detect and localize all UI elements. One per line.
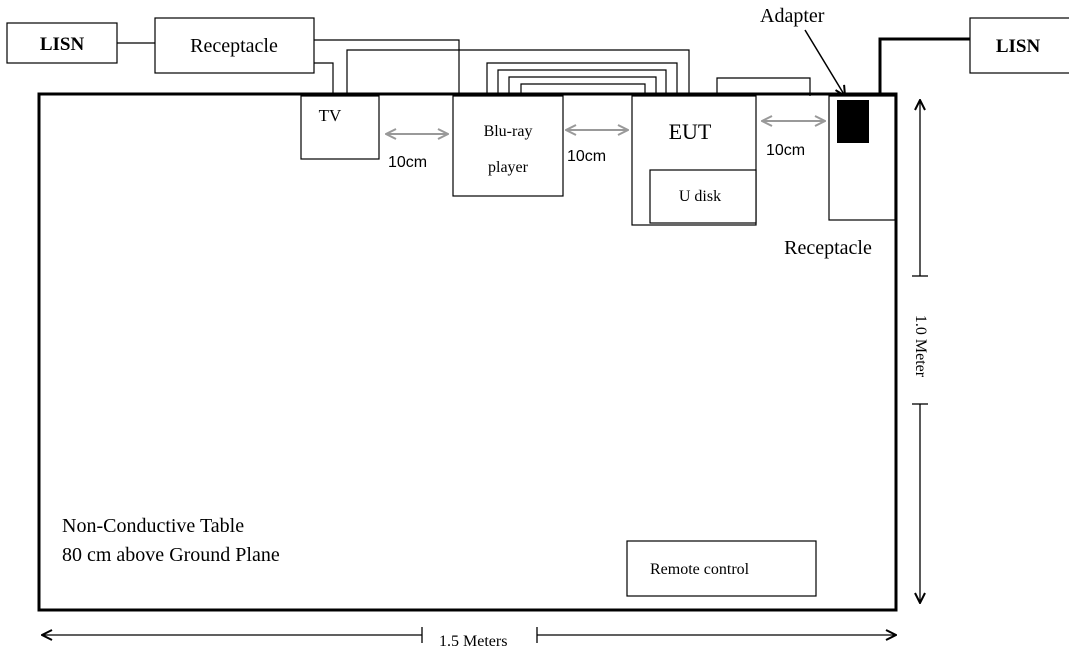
receptacle-tv-cable [314, 62, 334, 96]
lisn-left-label: LISN [40, 34, 85, 55]
bluray-eut-cable-1 [486, 62, 678, 96]
table-label-line1: Non-Conductive Table [62, 515, 244, 537]
adapter-block [837, 100, 869, 143]
eut-receptacle-cable [716, 77, 811, 96]
lisn-right-cable [878, 37, 970, 96]
table-label-line2: 80 cm above Ground Plane [62, 544, 280, 566]
receptacle-top-label: Receptacle [190, 35, 278, 57]
udisk-box [649, 169, 757, 224]
spacing-label-bluray-eut: 10cm [567, 148, 606, 165]
lisn-right-box [969, 17, 1069, 74]
eut-label: EUT [669, 119, 712, 144]
bluray-box [452, 95, 564, 197]
receptacle-top-box [154, 17, 315, 74]
tv-box [300, 95, 380, 160]
bluray-label-line2: player [488, 159, 529, 176]
adapter-label: Adapter [760, 5, 825, 27]
receptacle-bluray-cable [314, 39, 460, 96]
lisn-left-box [6, 22, 118, 64]
bluray-label-line1: Blu-ray [484, 123, 533, 140]
remote-control-box [626, 540, 817, 597]
udisk-label: U disk [679, 188, 721, 205]
bluray-eut-cable-2 [497, 69, 667, 96]
bluray-eut-cable-3 [508, 76, 657, 96]
receptacle-right-label: Receptacle [784, 237, 872, 259]
table-outline [37, 92, 898, 612]
bluray-eut-cable-4 [520, 83, 646, 96]
adapter-arrow [804, 29, 845, 96]
height-dimension-label: 1.0 Meter [912, 315, 929, 378]
lisn-right-label: LISN [996, 36, 1041, 57]
tv-label: TV [319, 106, 342, 125]
spacing-label-eut-receptacle: 10cm [766, 142, 805, 159]
spacing-label-tv-bluray: 10cm [388, 154, 427, 171]
receptacle-eut-cable [346, 49, 690, 96]
width-dimension-label: 1.5 Meters [439, 633, 507, 650]
remote-control-label: Remote control [650, 561, 750, 578]
